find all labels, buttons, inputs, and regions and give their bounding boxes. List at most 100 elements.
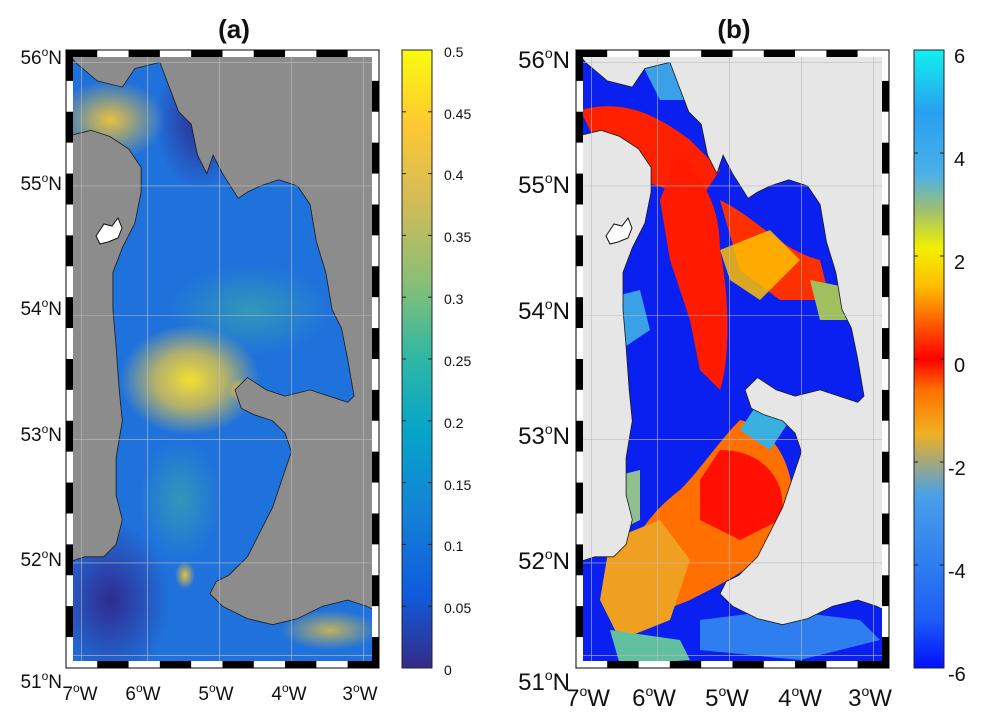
colorbar-a-tick-label: 0.05 bbox=[444, 600, 471, 616]
frame-segment bbox=[372, 451, 379, 483]
frame-segment bbox=[576, 544, 583, 576]
lat-axis: 56oN 55oN 54oN 53oN 52oN 51oN bbox=[518, 45, 570, 696]
frame-segment bbox=[372, 359, 379, 390]
frame-segment bbox=[372, 606, 379, 638]
frame-segment bbox=[191, 50, 223, 57]
frame-segment bbox=[372, 204, 379, 236]
frame-segment bbox=[576, 637, 583, 668]
frame-segment bbox=[66, 451, 73, 483]
svg-text:4oW: 4oW bbox=[271, 681, 306, 705]
lon-label: 5oW bbox=[705, 683, 749, 712]
map-frame bbox=[575, 49, 890, 669]
lon-label: 4oW bbox=[778, 683, 822, 712]
svg-text:6oW: 6oW bbox=[125, 681, 160, 705]
frame-segment bbox=[372, 328, 379, 359]
frame-segment bbox=[882, 80, 889, 112]
svg-text:7oW: 7oW bbox=[62, 681, 97, 705]
frame-segment bbox=[882, 50, 889, 81]
frame-segment bbox=[638, 661, 670, 668]
svg-text:5oW: 5oW bbox=[198, 681, 233, 705]
frame-segment bbox=[66, 575, 73, 607]
frame-segment bbox=[316, 661, 348, 668]
frame-segment bbox=[576, 173, 583, 205]
lon-label: 3oW bbox=[342, 681, 377, 705]
frame-segment bbox=[66, 606, 73, 638]
lon-label: 7oW bbox=[566, 683, 610, 712]
colorbar-a-tick-label: 0 bbox=[444, 662, 452, 678]
lat-label: 55oN bbox=[518, 170, 570, 199]
frame-segment bbox=[576, 359, 583, 390]
isle-of-man bbox=[605, 216, 633, 245]
frame-border bbox=[65, 49, 380, 669]
frame-segment bbox=[372, 80, 379, 112]
panel-a-title: (a) bbox=[218, 14, 250, 44]
frame-segment bbox=[66, 266, 73, 298]
frame-segment bbox=[576, 606, 583, 638]
frame-segment bbox=[66, 50, 98, 57]
frame-segment bbox=[732, 50, 764, 57]
frame-segment bbox=[347, 50, 379, 57]
frame-segment bbox=[372, 111, 379, 143]
svg-text:56oN: 56oN bbox=[20, 45, 62, 69]
frame-segment bbox=[882, 389, 889, 421]
svg-text:56oN: 56oN bbox=[518, 45, 570, 74]
frame-segment bbox=[97, 50, 129, 57]
svg-text:52oN: 52oN bbox=[20, 547, 62, 571]
lat-label: 51oN bbox=[20, 669, 62, 693]
frame-segment bbox=[576, 482, 583, 514]
frame-segment bbox=[372, 235, 379, 267]
frame-segment bbox=[372, 266, 379, 298]
colorbar-a-tick-label: 0.4 bbox=[444, 167, 464, 183]
colorbar-b-ticks bbox=[914, 49, 944, 669]
frame-segment bbox=[316, 50, 348, 57]
lat-label: 52oN bbox=[20, 547, 62, 571]
frame-segment bbox=[669, 50, 702, 57]
lon-label: 3oW bbox=[848, 683, 892, 712]
frame-segment bbox=[97, 661, 129, 668]
frame-segment bbox=[576, 451, 583, 483]
frame-segment bbox=[66, 661, 98, 668]
frame-segment bbox=[66, 359, 73, 390]
lon-label: 4oW bbox=[271, 681, 306, 705]
frame-segment bbox=[253, 50, 286, 57]
frame-segment bbox=[882, 142, 889, 174]
frame-segment bbox=[576, 420, 583, 452]
lon-label: 5oW bbox=[198, 681, 233, 705]
panel-b-map bbox=[575, 48, 890, 669]
frame-segment bbox=[66, 389, 73, 421]
colorbar-b-scale bbox=[913, 49, 945, 669]
colorbar-a-tick-label: 0.15 bbox=[444, 477, 471, 493]
frame-segment bbox=[128, 50, 160, 57]
colorbar-b-tick-label: -2 bbox=[948, 458, 966, 480]
frame-segment bbox=[576, 513, 583, 545]
frame-segment bbox=[576, 575, 583, 607]
frame-segment bbox=[732, 661, 764, 668]
svg-text:52oN: 52oN bbox=[518, 546, 570, 575]
frame-segment bbox=[607, 50, 639, 57]
frame-segment bbox=[159, 661, 192, 668]
frame-segment bbox=[576, 328, 583, 359]
frame-segment bbox=[253, 661, 286, 668]
frame-segment bbox=[347, 661, 379, 668]
colorbar-b-tick-label: -4 bbox=[948, 561, 966, 583]
colorbar-a-tick-label: 0.1 bbox=[444, 538, 464, 554]
colorbar-b: 6 4 2 0 -2 -4 -6 bbox=[913, 46, 966, 686]
colorbar-a-tick-label: 0.25 bbox=[444, 353, 471, 369]
frame-segment bbox=[128, 661, 160, 668]
frame-segment bbox=[882, 173, 889, 205]
colorbar-b-tick-label: -6 bbox=[948, 664, 966, 686]
frame-segment bbox=[372, 544, 379, 576]
frame-segment bbox=[607, 661, 639, 668]
frame-segment bbox=[66, 637, 73, 668]
frame-segment bbox=[576, 661, 608, 668]
svg-text:55oN: 55oN bbox=[518, 170, 570, 199]
frame-segment bbox=[66, 80, 73, 112]
frame-segment bbox=[66, 420, 73, 452]
colorbar-a-tick-label: 0.2 bbox=[444, 415, 464, 431]
frame-segment bbox=[372, 575, 379, 607]
svg-text:54oN: 54oN bbox=[518, 296, 570, 325]
svg-text:51oN: 51oN bbox=[518, 667, 570, 696]
frame-segment bbox=[763, 50, 796, 57]
frame-segment bbox=[66, 482, 73, 514]
